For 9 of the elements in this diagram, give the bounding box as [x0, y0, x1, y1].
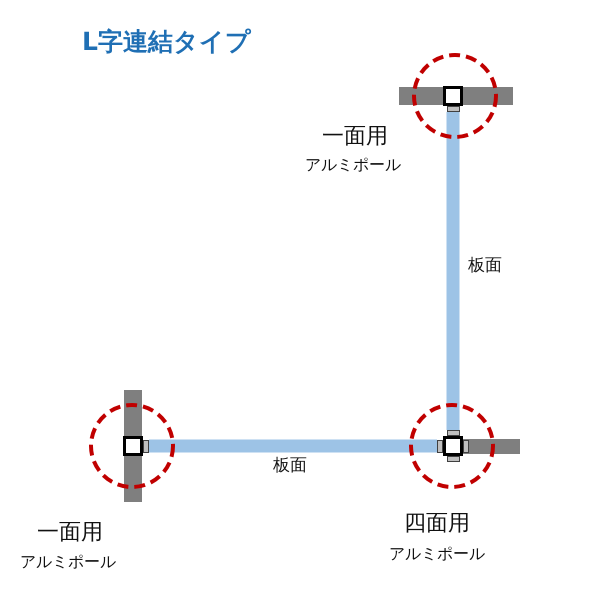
post-name-label: アルミポール: [389, 545, 485, 563]
post-type-label: 四面用: [404, 512, 470, 536]
post-name-label: アルミポール: [20, 553, 116, 571]
edge-label: 板面: [467, 256, 503, 276]
post-type-label: 一面用: [37, 520, 103, 546]
edge-label: 板面: [272, 456, 308, 476]
post-type-label: 一面用: [322, 124, 388, 150]
post-name-label: アルミポール: [305, 156, 401, 174]
title: L字連結タイプ: [82, 26, 251, 56]
